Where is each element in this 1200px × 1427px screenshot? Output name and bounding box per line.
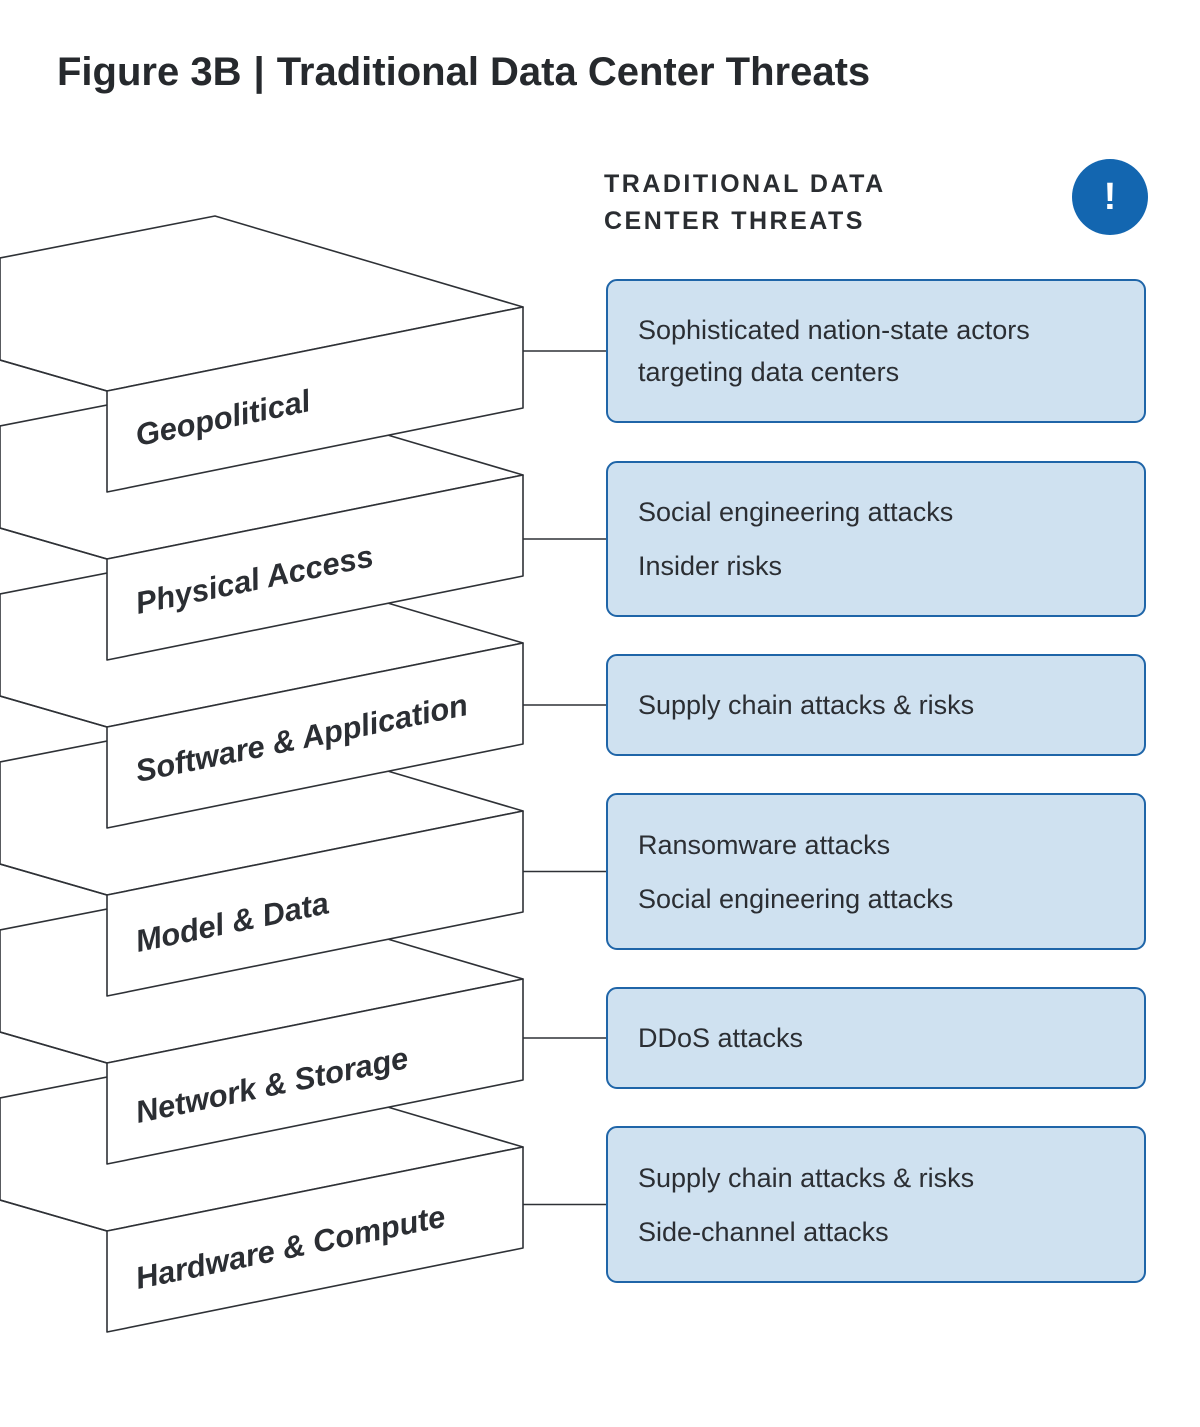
layer-front-face — [106, 1146, 524, 1333]
threat-box-geopolitical: Sophisticated nation-state actors targeti… — [606, 279, 1146, 423]
layer-side-edge — [0, 695, 108, 728]
figure-title-text: Traditional Data Center Threats — [276, 50, 871, 94]
threats-panel-title-line-2: CENTER THREATS — [604, 207, 865, 235]
threat-spacer — [638, 533, 1114, 545]
exclamation-circle-icon: ! — [1072, 159, 1148, 235]
layer-front-face — [106, 306, 524, 493]
layer-front-face — [106, 474, 524, 661]
threat-item: Insider risks — [638, 551, 783, 581]
threat-spacer — [638, 866, 1114, 878]
figure-title: Figure 3B|Traditional Data Center Threat… — [57, 50, 870, 95]
layer-front-face — [106, 642, 524, 829]
threat-item: Side-channel attacks — [638, 1216, 889, 1247]
layer-side-edge — [0, 527, 108, 560]
threat-box-network-storage: DDoS attacks — [606, 987, 1146, 1089]
layer-side-edge — [0, 863, 108, 896]
threats-panel-title: TRADITIONAL DATA CENTER THREATS — [604, 166, 934, 240]
title-separator: | — [253, 50, 265, 94]
threat-item: DDoS attacks — [638, 1023, 804, 1053]
threat-item: Social engineering attacks — [638, 497, 954, 527]
threat-item: Sophisticated nation-state actors — [638, 315, 1030, 345]
threats-panel-title-line-1: TRADITIONAL DATA — [604, 170, 886, 198]
layer-slab-geopolitical: Geopolitical — [0, 215, 606, 493]
figure-label: Figure 3B — [57, 50, 242, 94]
threat-item: targeting data centers — [638, 357, 900, 387]
layer-front-face — [106, 810, 524, 997]
layer-side-edge — [0, 359, 108, 392]
threat-box-software-application: Supply chain attacks & risks — [606, 654, 1146, 756]
threat-item: Supply chain attacks & risks — [638, 690, 975, 720]
layer-side-edge — [0, 1031, 108, 1064]
threat-item: Supply chain attacks & risks — [638, 1162, 975, 1193]
layer-side-edge — [0, 1199, 108, 1232]
threat-spacer — [638, 1199, 1114, 1211]
threat-item: Ransomware attacks — [638, 829, 891, 860]
threat-item: Social engineering attacks — [638, 883, 954, 914]
layer-front-face — [106, 978, 524, 1165]
